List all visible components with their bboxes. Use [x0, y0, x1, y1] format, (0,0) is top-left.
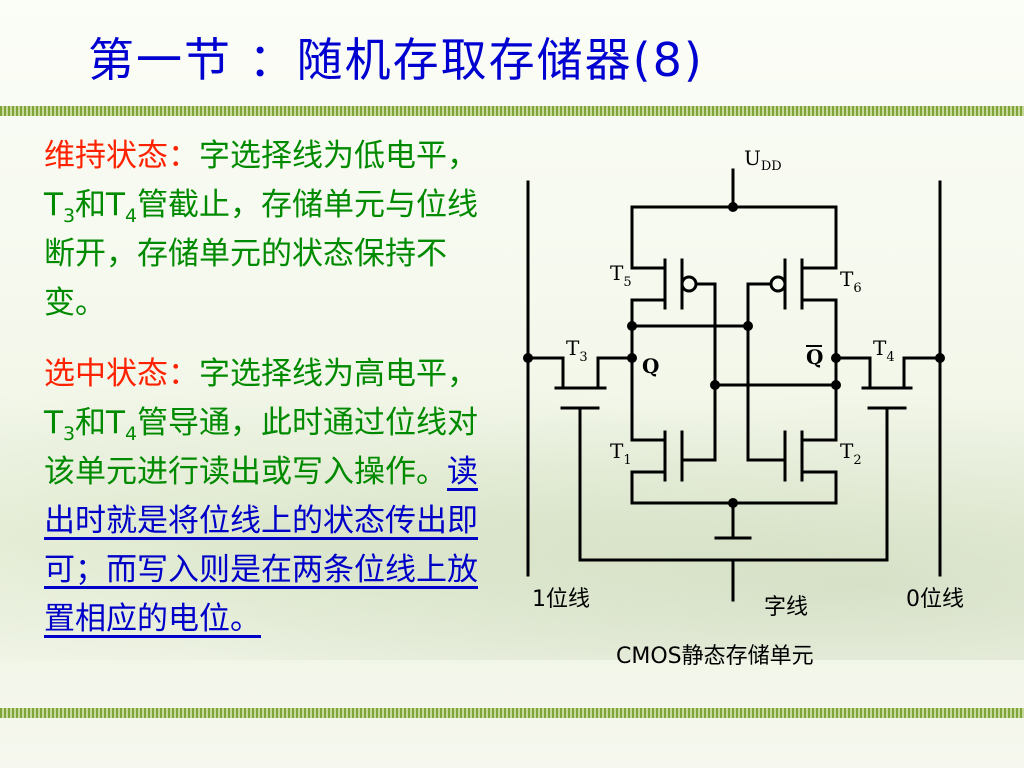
junction-dot	[831, 353, 841, 363]
hold-state-heading: 维持状态：	[44, 138, 199, 174]
hold-sub-3: 3	[62, 205, 76, 228]
udd-label: UDD	[744, 146, 782, 174]
junction-dot	[728, 498, 738, 508]
select-state-heading: 选中状态：	[44, 356, 199, 392]
text-panel: 维持状态：字选择线为低电平，T3和T4管截止，存储单元与位线断开，存储单元的状态…	[44, 132, 490, 666]
select-text-part1: 字选择线为高电平，T	[44, 356, 478, 441]
t4-label: T4	[873, 336, 895, 365]
junction-dot	[831, 380, 841, 390]
select-state-paragraph: 选中状态：字选择线为高电平，T3和T4管导通，此时通过位线对该单元进行读出或写入…	[44, 350, 490, 644]
hold-text-part1: 字选择线为低电平，T	[44, 138, 478, 223]
hold-text-part2: 管截止，存储单元与位线断开，存储单元的状态保持不变。	[44, 187, 479, 321]
t6-label: T6	[840, 267, 862, 296]
read-write-note: 读出时就是将位线上的状态传出即可；而写入则是在两条位线上放置相应的电位。	[44, 454, 478, 637]
select-sub-4: 4	[124, 423, 138, 446]
hold-state-paragraph: 维持状态：字选择线为低电平，T3和T4管截止，存储单元与位线断开，存储单元的状态…	[44, 132, 490, 328]
t3-label: T3	[566, 336, 588, 365]
wordline-label: 字线	[764, 595, 808, 620]
t5-gate-bubble	[680, 275, 698, 293]
hold-text-and: 和T	[75, 187, 125, 223]
t1-label: T1	[610, 439, 632, 468]
junction-dot	[627, 321, 637, 331]
junction-dot	[743, 321, 753, 331]
junction-dot	[627, 353, 637, 363]
qbar-label: Q	[806, 345, 823, 369]
t2-label: T2	[840, 439, 862, 468]
junction-dot	[523, 353, 533, 363]
t6-gate-bubble	[769, 275, 787, 293]
select-text-part2: 管导通，此时通过位线对该单元进行读出或写入操作。	[44, 405, 479, 490]
select-sub-3: 3	[62, 423, 76, 446]
bottom-divider	[0, 708, 1024, 718]
select-text-and: 和T	[75, 405, 125, 441]
circuit-caption: CMOS静态存储单元	[616, 644, 814, 669]
t5-label: T5	[610, 261, 632, 290]
hold-state-text: 字选择线为低电平，T3和T4管截止，存储单元与位线断开，存储单元的状态保持不变。	[44, 138, 478, 321]
junction-dot	[710, 380, 720, 390]
bitline-0-label: 0位线	[906, 587, 964, 612]
hold-sub-4: 4	[124, 205, 138, 228]
junction-dot	[935, 353, 945, 363]
top-divider	[0, 106, 1024, 116]
background-haze	[0, 360, 1024, 660]
junction-dot	[728, 202, 738, 212]
page-title: 第一节 ：随机存取存储器(8)	[88, 33, 704, 87]
q-label: Q	[642, 354, 659, 378]
select-state-text: 字选择线为高电平，T3和T4管导通，此时通过位线对该单元进行读出或写入操作。	[44, 356, 478, 490]
bitline-1-label: 1位线	[532, 587, 590, 612]
